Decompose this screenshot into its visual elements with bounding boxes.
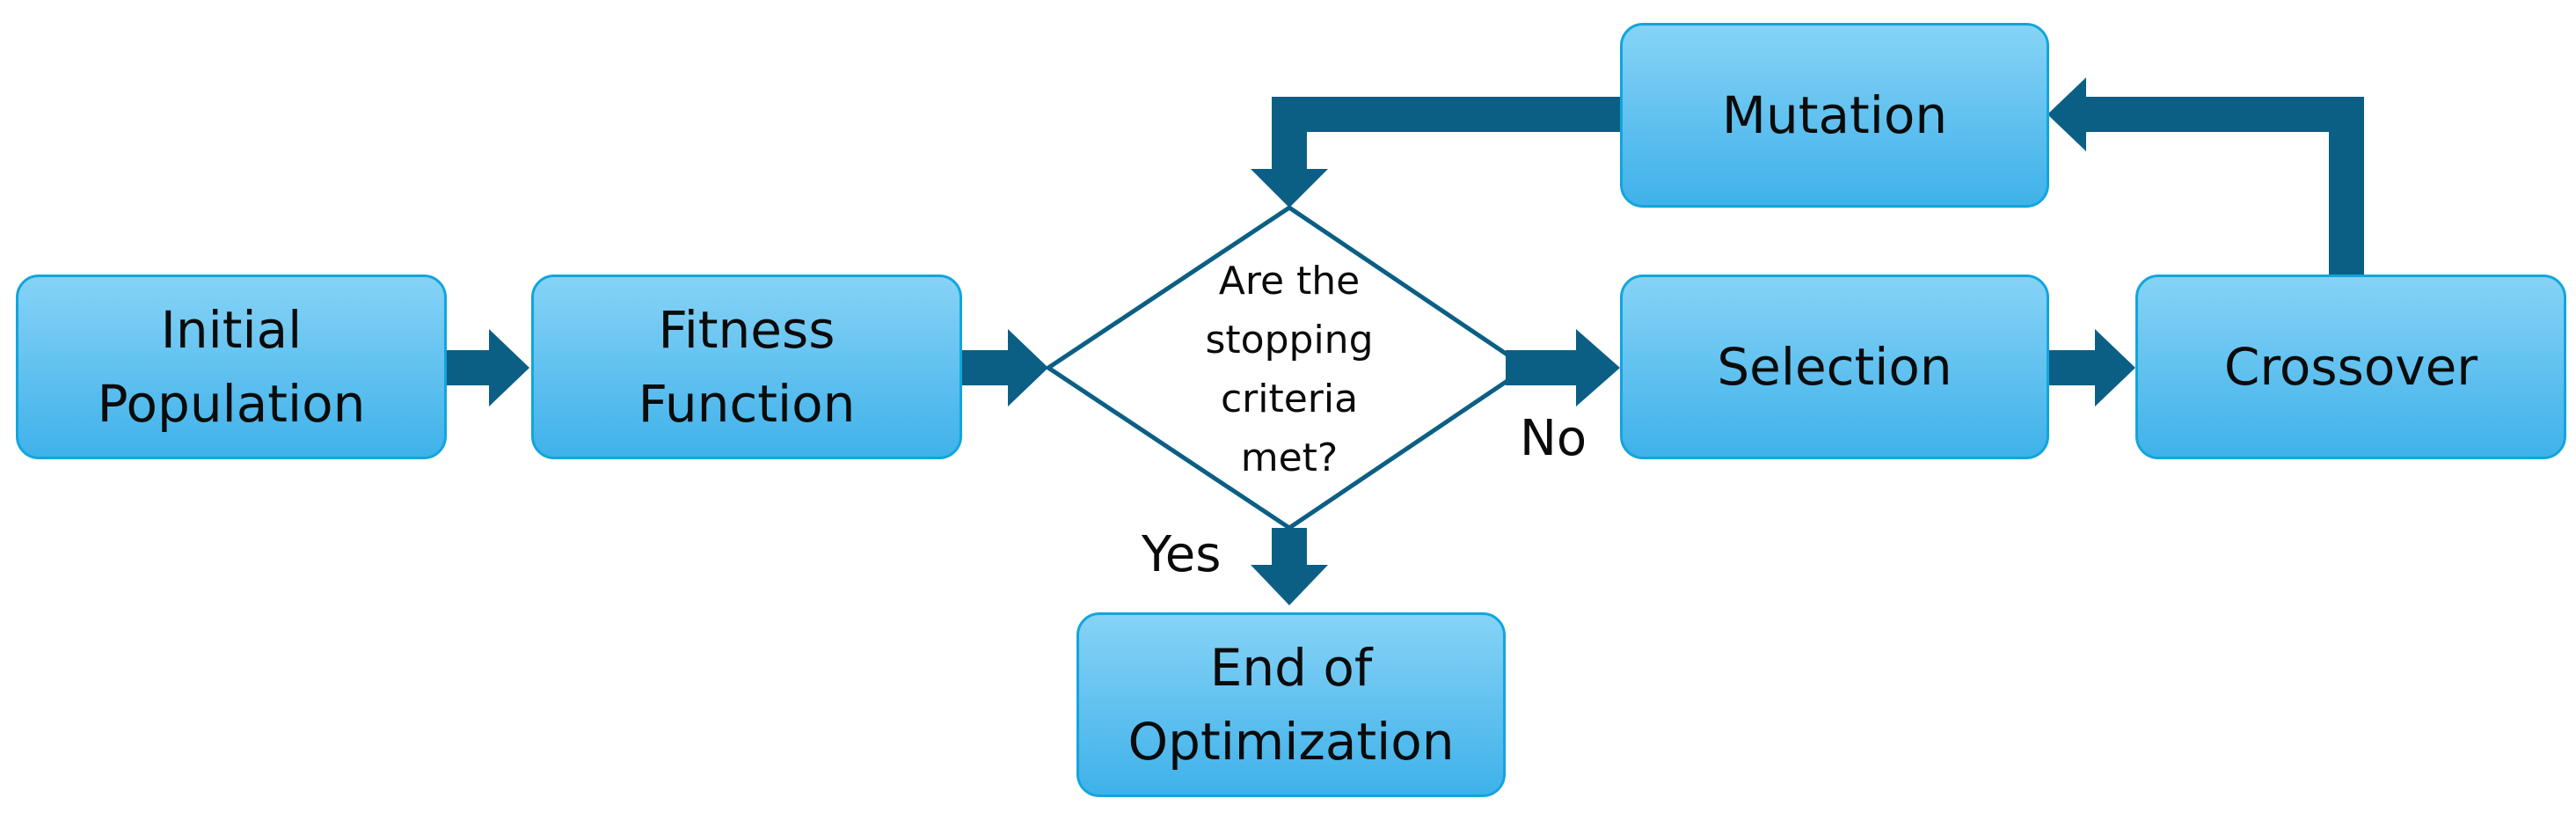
arrow-selection-to-crossover (2049, 329, 2135, 406)
yes-label: Yes (1142, 526, 1222, 583)
arrow-decision-to-end (1251, 528, 1328, 605)
arrow-crossover-to-mutation-shape (2047, 77, 2364, 275)
fitness-function-box: Fitness Function (531, 275, 962, 459)
arrow-initial-to-fitness (447, 329, 529, 406)
initial-population-box: Initial Population (16, 275, 447, 459)
selection-box: Selection (1620, 275, 2049, 459)
no-label: No (1520, 410, 1587, 467)
mutation-box: Mutation (1620, 23, 2049, 208)
end-of-optimization-box: End of Optimization (1076, 612, 1506, 797)
arrow-decision-to-selection (1506, 329, 1620, 406)
crossover-box: Crossover (2135, 275, 2566, 459)
arrow-fitness-to-decision (962, 329, 1048, 406)
arrow-mutation-to-decision (1251, 97, 1620, 208)
decision-question: Are the stopping criteria met? (1205, 259, 1374, 480)
